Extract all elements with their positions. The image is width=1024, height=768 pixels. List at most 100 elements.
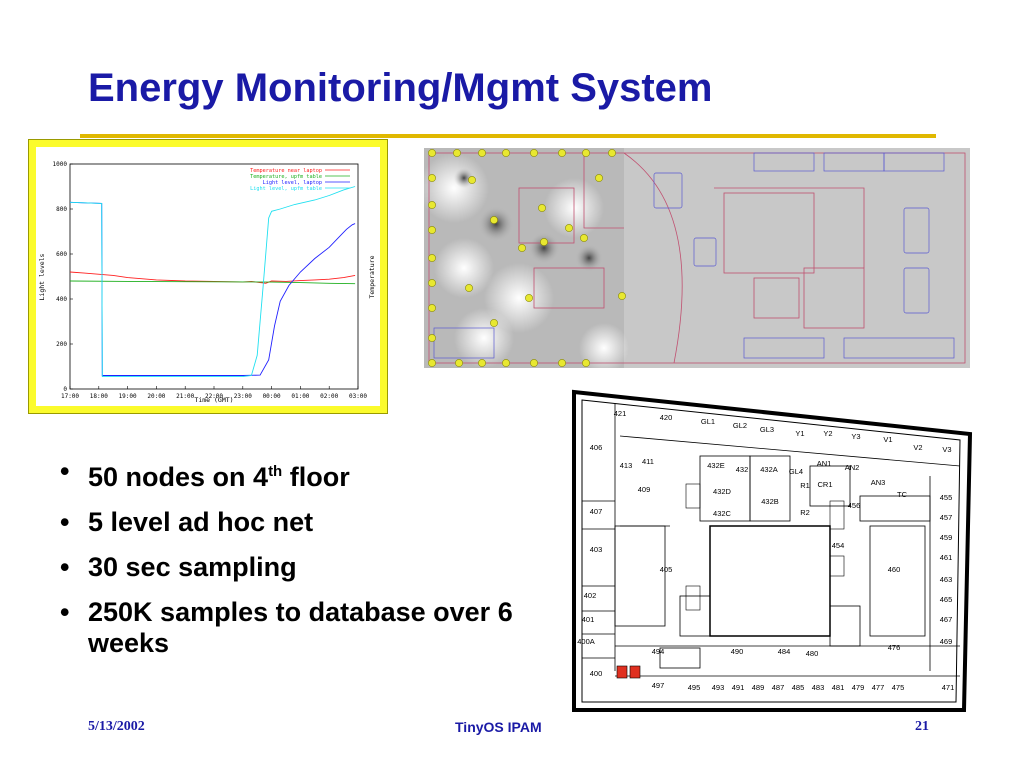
- y-tick-label: 1000: [53, 161, 68, 168]
- footer-date: 5/13/2002: [88, 719, 145, 734]
- bullet-text: 5 level ad hoc net: [88, 507, 314, 537]
- bullet-item: •30 sec sampling: [60, 552, 528, 583]
- sensor-node-dot: [558, 359, 566, 367]
- bullet-text-tail: floor: [282, 462, 350, 492]
- sensor-node-dot: [428, 226, 436, 234]
- sensor-node-dot: [530, 149, 538, 157]
- room-label-400a: 400A: [577, 637, 595, 646]
- bullet-list: •50 nodes on 4th floor•5 level ad hoc ne…: [60, 456, 528, 673]
- sensor-heat-map: [424, 148, 970, 368]
- legend-label: Temperature near laptop: [250, 168, 322, 174]
- bullet-text: 30 sec sampling: [88, 552, 297, 582]
- sensor-node-dot: [428, 279, 436, 287]
- bullet-text: 50 nodes on 4: [88, 462, 269, 492]
- sensor-node-dot: [490, 319, 498, 327]
- room-label-432c: 432C: [713, 509, 732, 518]
- series-line: [69, 271, 356, 284]
- room-label-459: 459: [940, 533, 953, 542]
- sensor-node-dot: [468, 176, 476, 184]
- room-label-494: 494: [652, 647, 665, 656]
- sensor-node-dot: [530, 359, 538, 367]
- sensor-node-dot: [582, 359, 590, 367]
- room-label-471: 471: [942, 683, 955, 692]
- room-label-gl3: GL3: [760, 425, 774, 434]
- y-tick-label: 200: [56, 341, 67, 348]
- x-axis-label: Time (GMT): [194, 396, 233, 404]
- room-label-420: 420: [660, 413, 673, 422]
- room-label-v1: V1: [883, 435, 892, 444]
- sensor-node-dot: [428, 334, 436, 342]
- bullet-superscript: th: [268, 463, 283, 480]
- room-label-406: 406: [590, 443, 603, 452]
- bullet-dot-icon: •: [60, 597, 70, 627]
- sensor-nodes: [428, 149, 626, 367]
- sensor-node-dot: [518, 244, 526, 252]
- plot-border: [69, 163, 359, 390]
- sensor-node-dot: [428, 174, 436, 182]
- y-tick-label: 800: [56, 206, 67, 213]
- map-furniture: [433, 152, 955, 359]
- bullet-item: •250K samples to database over 6 weeks: [60, 597, 528, 659]
- sensor-node-dot: [490, 216, 498, 224]
- x-tick-label: 01:00: [291, 393, 309, 400]
- room-label-483: 483: [812, 683, 825, 692]
- sensor-node-dot: [608, 149, 616, 157]
- series-line: [69, 201, 356, 376]
- sensor-node-dot: [618, 292, 626, 300]
- legend-label: Temperature, upfm table: [250, 174, 322, 180]
- sensor-node-dot: [455, 359, 463, 367]
- room-label-465: 465: [940, 595, 953, 604]
- room-label-407: 407: [590, 507, 603, 516]
- room-label-432a: 432A: [760, 465, 778, 474]
- bullet-dot-icon: •: [60, 456, 70, 486]
- room-label-479: 479: [852, 683, 865, 692]
- y-tick-label: 0: [63, 386, 67, 393]
- room-label-y2: Y2: [823, 429, 832, 438]
- room-label-456: 456: [848, 501, 861, 510]
- footer-center: TinyOS IPAM: [455, 719, 542, 735]
- room-label-480: 480: [806, 649, 819, 658]
- room-label-477: 477: [872, 683, 885, 692]
- room-label-401: 401: [582, 615, 595, 624]
- room-label-432d: 432D: [713, 487, 732, 496]
- room-label-432b: 432B: [761, 497, 779, 506]
- room-label-489: 489: [752, 683, 765, 692]
- sensor-node-dot: [525, 294, 533, 302]
- room-label-421: 421: [614, 409, 627, 418]
- sensor-node-dot: [478, 149, 486, 157]
- sensor-node-dot: [540, 238, 548, 246]
- room-label-y3: Y3: [851, 432, 860, 441]
- plan-exit-markers: [616, 665, 641, 679]
- sensor-node-dot: [502, 359, 510, 367]
- room-label-457: 457: [940, 513, 953, 522]
- sensor-node-dot: [465, 284, 473, 292]
- slide-title: Energy Monitoring/Mgmt System: [88, 66, 713, 110]
- x-tick-label: 20:00: [147, 393, 165, 400]
- sensor-node-dot: [453, 149, 461, 157]
- bullet-item: •5 level ad hoc net: [60, 507, 528, 538]
- y-tick-label: 400: [56, 296, 67, 303]
- series-line: [69, 280, 356, 285]
- room-label-455: 455: [940, 493, 953, 502]
- room-label-v2: V2: [913, 443, 922, 452]
- plan-courtyard: [709, 525, 831, 637]
- bullet-item: • 50 nodes on 4th floor: [60, 456, 528, 493]
- room-label-400: 400: [590, 669, 603, 678]
- room-label-495: 495: [688, 683, 701, 692]
- sensor-node-dot: [538, 204, 546, 212]
- room-label-432e: 432E: [707, 461, 725, 470]
- sensor-node-dot: [428, 254, 436, 262]
- room-label-an3: AN3: [871, 478, 886, 487]
- room-label-497: 497: [652, 681, 665, 690]
- room-label-467: 467: [940, 615, 953, 624]
- room-label-460: 460: [888, 565, 901, 574]
- footer-page-number: 21: [915, 719, 929, 734]
- x-tick-label: 02:00: [320, 393, 338, 400]
- room-label-469: 469: [940, 637, 953, 646]
- sensor-node-dot: [558, 149, 566, 157]
- room-label-gl4: GL4: [789, 467, 803, 476]
- room-label-454: 454: [832, 541, 845, 550]
- room-label-413: 413: [620, 461, 633, 470]
